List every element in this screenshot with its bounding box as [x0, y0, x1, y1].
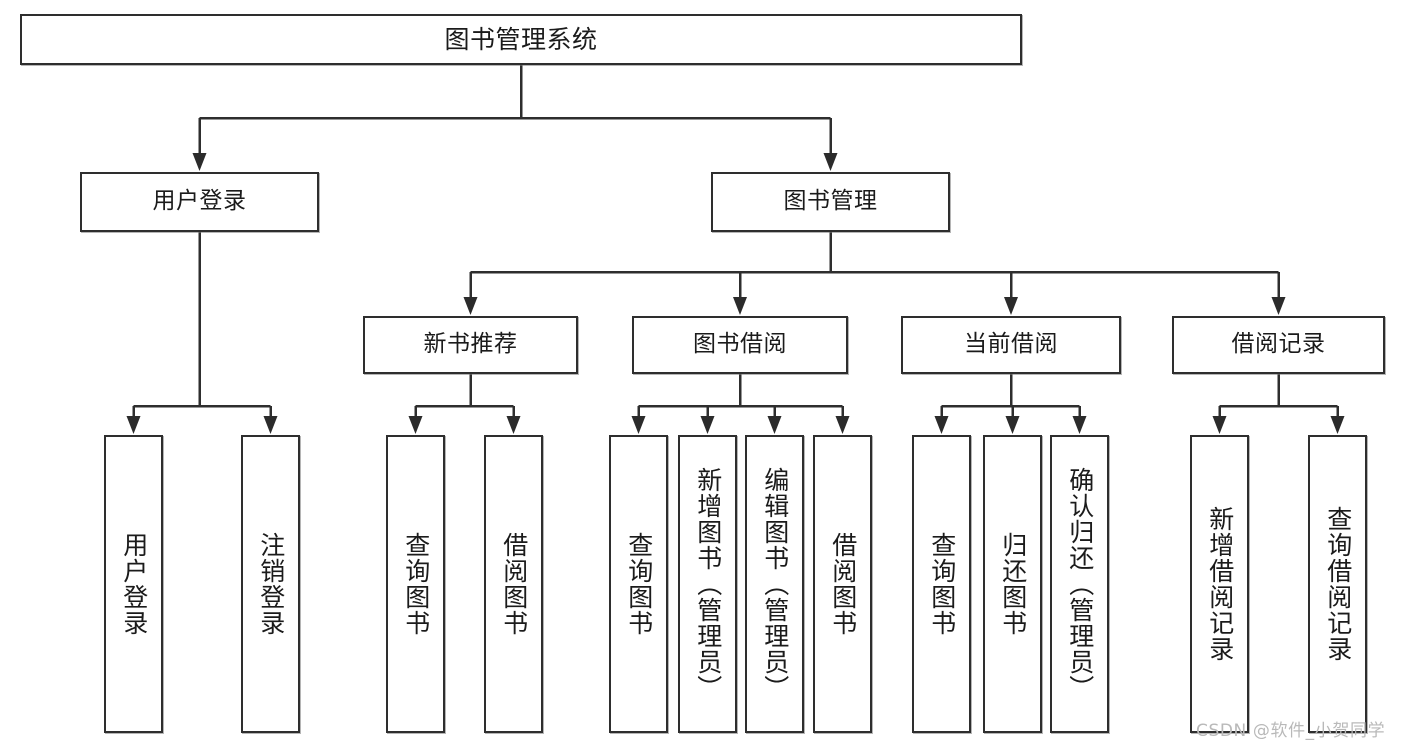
leaf-node-6-label: 编辑图书（管理员） [760, 467, 790, 701]
leaf-node-6[interactable]: 编辑图书（管理员） [745, 435, 804, 733]
leaf-node-2-label: 查询图书 [401, 532, 431, 636]
leaf-node-12[interactable]: 查询借阅记录 [1308, 435, 1367, 733]
level3-node-3[interactable]: 借阅记录 [1172, 316, 1385, 374]
leaf-node-3-label: 借阅图书 [499, 532, 529, 636]
csdn-watermark: CSDN @软件_小贺同学 [1196, 721, 1386, 741]
leaf-node-8[interactable]: 查询图书 [912, 435, 971, 733]
level3-node-3-label: 借阅记录 [1231, 331, 1326, 358]
leaf-node-9-label: 归还图书 [998, 532, 1028, 636]
level2-node-1-label: 图书管理 [783, 188, 878, 215]
level3-node-2-label: 当前借阅 [964, 331, 1058, 358]
leaf-node-7-label: 借阅图书 [828, 532, 858, 636]
leaf-node-0[interactable]: 用户登录 [104, 435, 163, 733]
level2-node-1[interactable]: 图书管理 [711, 172, 950, 232]
level3-node-1[interactable]: 图书借阅 [632, 316, 848, 374]
leaf-node-12-label: 查询借阅记录 [1323, 506, 1353, 662]
leaf-node-9[interactable]: 归还图书 [983, 435, 1042, 733]
level2-node-0[interactable]: 用户登录 [80, 172, 319, 232]
level3-node-1-label: 图书借阅 [693, 331, 787, 358]
leaf-node-0-label: 用户登录 [119, 532, 149, 636]
leaf-node-4[interactable]: 查询图书 [609, 435, 668, 733]
leaf-node-10[interactable]: 确认归还（管理员） [1050, 435, 1109, 733]
leaf-node-7[interactable]: 借阅图书 [813, 435, 872, 733]
level2-node-0-label: 用户登录 [152, 188, 247, 215]
leaf-node-11[interactable]: 新增借阅记录 [1190, 435, 1249, 733]
leaf-node-2[interactable]: 查询图书 [386, 435, 445, 733]
leaf-node-3[interactable]: 借阅图书 [484, 435, 543, 733]
leaf-node-10-label: 确认归还（管理员） [1065, 467, 1095, 701]
leaf-node-5-label: 新增图书（管理员） [693, 467, 723, 701]
level3-node-0-label: 新书推荐 [423, 331, 518, 358]
root-node-book-management-system-label: 图书管理系统 [444, 24, 598, 54]
leaf-node-1[interactable]: 注销登录 [241, 435, 300, 733]
leaf-node-8-label: 查询图书 [927, 532, 957, 636]
root-node-book-management-system[interactable]: 图书管理系统 [20, 14, 1022, 65]
leaf-node-11-label: 新增借阅记录 [1205, 506, 1235, 662]
level3-node-0[interactable]: 新书推荐 [363, 316, 578, 374]
leaf-node-5[interactable]: 新增图书（管理员） [678, 435, 737, 733]
level3-node-2[interactable]: 当前借阅 [901, 316, 1121, 374]
leaf-node-4-label: 查询图书 [624, 532, 654, 636]
leaf-node-1-label: 注销登录 [256, 532, 286, 636]
